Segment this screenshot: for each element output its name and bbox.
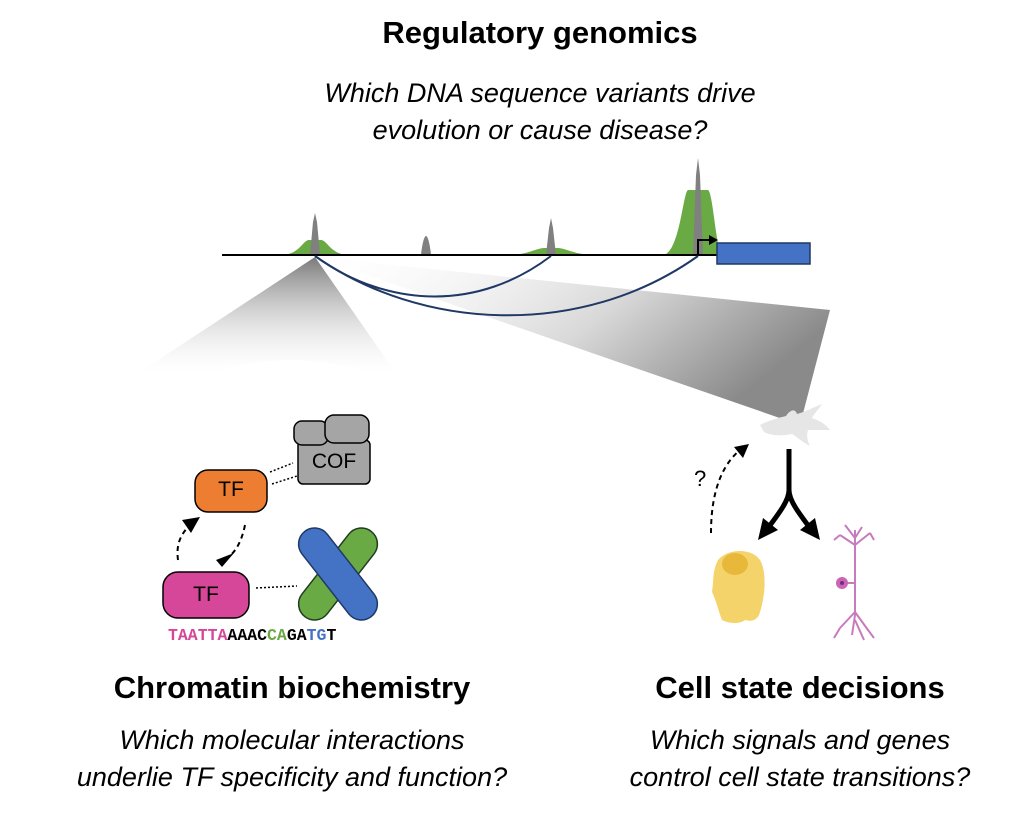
dedifferentiation-arrow <box>710 449 741 534</box>
interaction-dots <box>255 462 298 589</box>
right-title: Cell state decisions <box>655 670 945 705</box>
accessibility-peaks <box>284 190 722 255</box>
seq-spacer-1: AAAC <box>227 626 268 645</box>
gene-body <box>716 242 811 265</box>
seq-motif-1: TAATTA <box>168 626 228 645</box>
right-question-line2: control cell state transitions? <box>629 762 971 792</box>
right-question-line1: Which signals and genes <box>649 725 951 755</box>
zoom-cone-right <box>315 257 830 425</box>
arrowhead-right-icon <box>800 518 820 540</box>
arrowhead-dashed-icon <box>734 444 749 458</box>
left-question-line2: underlie TF specificity and function? <box>76 762 508 792</box>
question-mark: ? <box>694 466 707 491</box>
tf-top-label: TF <box>218 478 244 501</box>
tf-bottom-shape <box>162 571 250 619</box>
binding-peaks <box>310 158 703 255</box>
tss-arrow-icon <box>697 235 718 255</box>
seq-motif-3: TG <box>306 626 327 645</box>
top-question-line2: evolution or cause disease? <box>372 115 708 145</box>
cofactor-shape <box>293 414 371 485</box>
tf-top-shape <box>194 469 268 513</box>
dna-binding-domain-shape <box>297 527 379 621</box>
yellow-cell-icon <box>712 551 765 623</box>
progenitor-cell-icon <box>760 404 830 446</box>
neuron-nucleus <box>840 581 844 585</box>
arrowhead-down-icon <box>216 553 234 567</box>
seq-spacer-2: GA <box>286 626 307 645</box>
arrowhead-up-icon <box>182 517 200 533</box>
cycle-arrows <box>176 524 246 561</box>
seq-spacer-3: T <box>326 626 337 645</box>
dna-sequence: TAATTAAAACCAGATGT <box>168 626 336 645</box>
top-question-line1: Which DNA sequence variants drive <box>324 78 756 108</box>
differentiation-arrows <box>765 449 813 530</box>
left-title: Chromatin biochemistry <box>113 670 471 705</box>
left-question-line1: Which molecular interactions <box>119 725 465 755</box>
zoom-cone-left <box>140 257 395 372</box>
chromatin-loop-long <box>314 255 699 317</box>
arrowhead-left-icon <box>758 518 778 540</box>
top-title: Regulatory genomics <box>382 15 698 50</box>
seq-motif-2: CA <box>267 626 287 645</box>
cofactor-label: COF <box>311 450 357 473</box>
tf-bottom-label: TF <box>193 583 219 606</box>
